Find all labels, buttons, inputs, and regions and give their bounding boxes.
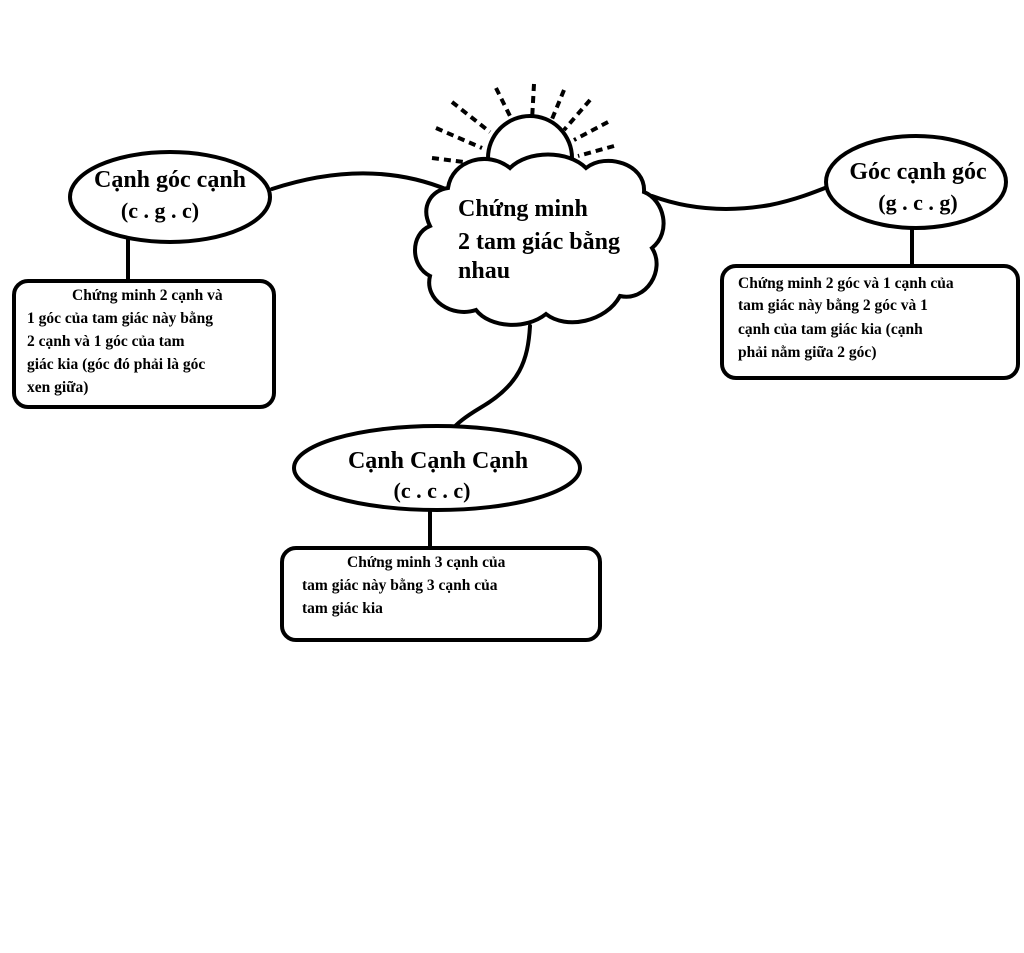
node-cgc-ellipse — [68, 150, 272, 244]
center-cloud — [413, 152, 666, 327]
connector-center-cgc — [270, 171, 450, 192]
center-line-3: nhau — [458, 258, 510, 284]
center-line-1: Chứng minh — [458, 196, 588, 222]
node-gcg-subtitle: (g . c . g) — [878, 190, 957, 215]
center-label: Chứng minh 2 tam giác bằng nhau — [458, 196, 626, 284]
cgc-desc-line-1: Chứng minh 2 cạnh và — [72, 287, 223, 304]
node-gcg-box: Chứng minh 2 góc và 1 cạnh của tam giác … — [720, 264, 1020, 380]
node-gcg-box-rect — [720, 264, 1020, 380]
node-ccc-subtitle: (c . c . c) — [394, 478, 471, 503]
gcg-desc-line-3: cạnh của tam giác kia (cạnh — [738, 321, 923, 338]
node-ccc-title: Cạnh Cạnh Cạnh — [348, 448, 528, 474]
center-line-2: 2 tam giác bằng — [458, 229, 620, 255]
ccc-desc-line-3: tam giác kia — [302, 600, 383, 617]
node-cgc-box-rect — [12, 279, 276, 409]
node-gcg-title: Góc cạnh góc — [849, 159, 987, 185]
cgc-desc-line-3: 2 cạnh và 1 góc của tam — [27, 333, 185, 350]
connector-center-gcg — [650, 184, 832, 211]
node-cgc-box: Chứng minh 2 cạnh và 1 góc của tam giác … — [12, 279, 276, 409]
ccc-desc-line-2: tam giác này bằng 3 cạnh của — [302, 577, 498, 594]
node-ccc-box: Chứng minh 3 cạnh của tam giác này bằng … — [280, 546, 602, 642]
gcg-desc-line-2: tam giác này bằng 2 góc và 1 — [738, 297, 928, 314]
node-ccc-description: Chứng minh 3 cạnh của tam giác này bằng … — [302, 554, 509, 617]
connector-center-ccc — [450, 324, 532, 432]
sun-rays — [431, 83, 615, 166]
node-ccc-box-rect — [280, 546, 602, 642]
node-gcg-ellipse — [824, 134, 1008, 230]
node-ccc-ellipse — [292, 424, 582, 512]
node-cgc-title: Cạnh góc cạnh — [94, 167, 246, 193]
node-ccc: Cạnh Cạnh Cạnh (c . c . c) — [292, 424, 582, 512]
cloud-icon — [413, 152, 666, 327]
gcg-desc-line-1: Chứng minh 2 góc và 1 cạnh của — [738, 275, 954, 292]
cgc-desc-line-2: 1 góc của tam giác này bằng — [27, 310, 213, 327]
node-cgc-description: Chứng minh 2 cạnh và 1 góc của tam giác … — [27, 287, 226, 396]
cgc-desc-line-4: giác kia (góc đó phải là góc — [27, 356, 205, 373]
ccc-desc-line-1: Chứng minh 3 cạnh của — [347, 554, 506, 571]
node-gcg: Góc cạnh góc (g . c . g) — [824, 134, 1008, 230]
node-cgc-subtitle: (c . g . c) — [121, 198, 199, 223]
gcg-desc-line-4: phải nằm giữa 2 góc) — [738, 344, 876, 361]
node-cgc: Cạnh góc cạnh (c . g . c) — [68, 150, 272, 244]
cgc-desc-line-5: xen giữa) — [27, 379, 88, 396]
node-gcg-description: Chứng minh 2 góc và 1 cạnh của tam giác … — [738, 275, 957, 361]
